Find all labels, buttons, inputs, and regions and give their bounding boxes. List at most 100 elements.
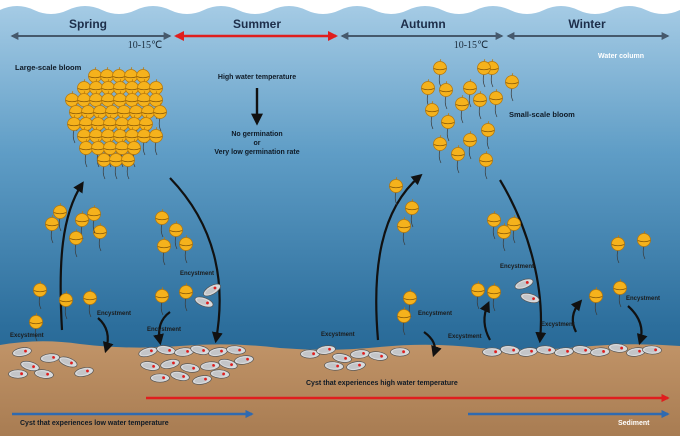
encystment-label-autumn-2: Encystment	[418, 311, 453, 317]
summer-note-line1: High water temperature	[217, 74, 297, 81]
spring-cell	[179, 283, 193, 312]
cyst-autumn	[324, 361, 344, 371]
spring-cell	[29, 313, 43, 342]
spring-cell	[87, 205, 101, 234]
cyst-spring-mass	[190, 345, 210, 355]
spring-cell	[45, 215, 59, 244]
cyst-spring-mass	[226, 345, 246, 355]
cyst-winter	[500, 345, 520, 355]
cyst-spring-mass	[150, 373, 170, 383]
encystment-label-spring-2: Encystment	[147, 327, 182, 333]
cyst-spring-mass	[192, 375, 212, 385]
bloom-cell	[149, 127, 163, 156]
season-summer: Summer	[232, 17, 282, 31]
bloom-cell	[121, 151, 135, 180]
small-bloom-cell	[439, 81, 453, 110]
excystment-label-winter-1: Excystment	[448, 334, 482, 340]
encystment-label-spring-1: Encystment	[97, 311, 132, 317]
cyst-winter	[590, 347, 610, 357]
cyst-winter	[518, 347, 538, 357]
autumn-winter-cell	[637, 231, 651, 260]
autumn-rise-arrow	[375, 173, 423, 341]
temperature-spring: 10-15℃	[127, 40, 163, 51]
autumn-encyst-arrow	[423, 331, 442, 358]
autumn-winter-cell	[589, 287, 603, 316]
cyst-spring-left	[58, 356, 78, 368]
autumn-descend-arrow	[499, 179, 547, 344]
spring-cell	[69, 229, 83, 258]
cyst-winter	[520, 292, 540, 304]
encystment-label-autumn-1: Encystment	[500, 264, 535, 270]
temperature-autumn: 10-15℃	[453, 40, 489, 51]
cyst-spring-mass	[203, 283, 221, 297]
cyst-spring-left	[34, 369, 54, 379]
small-bloom-cell	[473, 91, 487, 120]
bloom-cell	[137, 127, 151, 156]
dinoflagellate-cells	[29, 59, 651, 342]
lifecycle-arrows	[59, 173, 648, 358]
cyst-autumn	[390, 347, 410, 357]
cyst-low-temp-label: Cyst that experiences low water temperat…	[20, 420, 169, 427]
spring-cell	[155, 287, 169, 316]
small-bloom-cell	[425, 101, 439, 130]
cyst-high-temp-label: Cyst that experiences high water tempera…	[306, 380, 458, 387]
cyst-spring-left	[40, 353, 60, 363]
cyst-spring-mass	[234, 355, 254, 365]
cyst-spring-mass	[180, 363, 200, 373]
small-bloom-cell	[441, 113, 455, 142]
spring-cell	[169, 221, 183, 250]
cyst-spring-left	[74, 367, 94, 377]
cyst-spring-left	[8, 369, 28, 379]
cyst-spring-mass	[208, 347, 228, 357]
small-bloom-cell	[451, 145, 465, 174]
cyst-spring-mass	[200, 361, 220, 371]
spring-rise-arrow	[59, 181, 84, 331]
encystment-label-winter: Encystment	[626, 296, 661, 302]
water-surface	[0, 0, 680, 14]
summer-note-line4: Very low germination rate	[214, 149, 300, 156]
small-bloom-cell	[505, 73, 519, 102]
small-bloom-cell	[481, 121, 495, 150]
autumn-winter-cell	[611, 235, 625, 264]
cyst-spring-mass	[138, 346, 158, 358]
cyst-spring-mass	[210, 369, 230, 379]
small-bloom-cell	[477, 59, 491, 88]
cyst-winter	[482, 347, 502, 357]
small-bloom-cell	[463, 131, 477, 160]
cyst-winter	[642, 345, 662, 355]
resting-cysts	[8, 278, 662, 385]
season-autumn: Autumn	[400, 17, 446, 31]
autumn-winter-cell	[507, 215, 521, 244]
autumn-winter-cell	[397, 307, 411, 336]
autumn-winter-cell	[471, 281, 485, 310]
cyst-spring-mass	[194, 296, 214, 308]
small-bloom-label: Small-scale bloom	[509, 110, 575, 119]
spring-cell	[33, 281, 47, 310]
season-spring: Spring	[69, 17, 107, 31]
large-bloom-label: Large-scale bloom	[15, 63, 82, 72]
small-bloom-cell	[463, 79, 477, 108]
encystment-label-spring-3: Encystment	[180, 271, 215, 277]
spring-cell	[155, 209, 169, 238]
cyst-spring-mass	[156, 345, 176, 355]
autumn-winter-cell	[497, 223, 511, 252]
cyst-winter	[514, 278, 534, 290]
excystment-label-spring: Excystment	[10, 333, 44, 339]
cyst-autumn	[332, 353, 352, 363]
cyst-spring-mass	[218, 358, 238, 370]
cyst-spring-left	[20, 360, 40, 372]
small-bloom-cell	[455, 95, 469, 124]
autumn-winter-cell	[613, 279, 627, 308]
cyst-winter	[626, 347, 646, 357]
bloom-cell	[67, 115, 81, 144]
cyst-autumn	[346, 361, 366, 371]
autumn-winter-cell	[397, 217, 411, 246]
cyst-spring-left	[12, 347, 32, 357]
small-bloom-cell	[489, 89, 503, 118]
cyst-winter	[572, 345, 592, 355]
bloom-cell	[153, 103, 167, 132]
winter-excyst-arrow-2	[570, 299, 583, 333]
autumn-winter-cell	[487, 211, 501, 240]
